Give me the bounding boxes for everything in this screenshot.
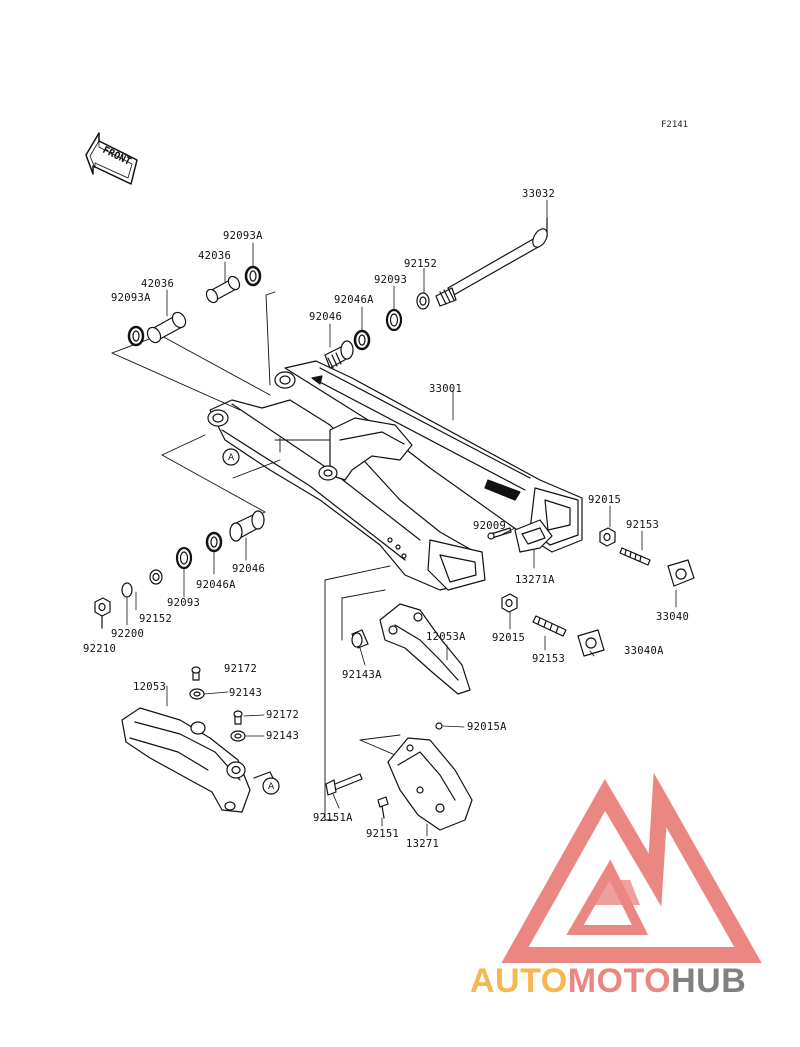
nut-92015-mid xyxy=(501,593,518,613)
reference-a-letter-bottom: A xyxy=(268,782,275,792)
part-label-12053: 12053 xyxy=(133,681,167,693)
bearing-92046-top xyxy=(324,340,354,369)
part-label-33001: 33001 xyxy=(429,383,463,395)
nut-92015A xyxy=(435,722,443,730)
seal-92093A-top xyxy=(244,265,262,287)
part-label-92151A: 92151A xyxy=(313,812,353,824)
seal-92046A-bottom xyxy=(205,531,223,553)
reference-a-top xyxy=(222,448,240,466)
seal-92093A-left xyxy=(127,325,145,347)
part-label-92152: 92152 xyxy=(139,613,173,625)
part-label-92046: 92046 xyxy=(232,563,266,575)
washer-92200 xyxy=(121,582,133,598)
part-label-13271: 13271 xyxy=(406,838,440,850)
part-label-92151: 92151 xyxy=(366,828,400,840)
collar-92143-top xyxy=(189,688,205,700)
part-label-92153: 92153 xyxy=(626,519,660,531)
part-label-92093: 92093 xyxy=(374,274,408,286)
collar-42036-top xyxy=(205,275,241,304)
nut-92210 xyxy=(94,597,111,629)
part-label-92143A: 92143A xyxy=(342,669,382,681)
part-label-92143: 92143 xyxy=(266,730,300,742)
chain-guide-12053A xyxy=(379,603,471,695)
part-label-92015: 92015 xyxy=(588,494,622,506)
pivot-shaft-33032 xyxy=(435,217,548,307)
part-label-92046A: 92046A xyxy=(334,294,374,306)
part-label-92015: 92015 xyxy=(492,632,526,644)
chain-slider-12053 xyxy=(121,707,277,813)
adjuster-33040 xyxy=(667,559,695,587)
washer-92152-bottom xyxy=(149,569,163,585)
part-label-92200: 92200 xyxy=(111,628,145,640)
part-label-92046A: 92046A xyxy=(196,579,236,591)
part-label-42036: 42036 xyxy=(141,278,175,290)
watermark-part-moto: MOTO xyxy=(567,962,672,1000)
nut-92015-right xyxy=(599,527,616,547)
guard-13271A xyxy=(514,519,553,553)
collar-92143-bottom xyxy=(230,730,246,742)
bolt-92153-mid xyxy=(532,615,567,637)
part-label-13271A: 13271A xyxy=(515,574,555,586)
bearing-92046-bottom xyxy=(229,510,265,542)
part-label-42036: 42036 xyxy=(198,250,232,262)
collar-92143A xyxy=(351,629,369,649)
bolt-92172-top xyxy=(191,666,201,681)
part-label-92009: 92009 xyxy=(473,520,507,532)
collar-42036-left xyxy=(146,311,187,344)
seal-92046A-top xyxy=(353,329,371,351)
part-label-92143: 92143 xyxy=(229,687,263,699)
swingarm-33001 xyxy=(207,360,583,591)
part-label-33040A: 33040A xyxy=(624,645,664,657)
part-label-92153: 92153 xyxy=(532,653,566,665)
part-label-92015A: 92015A xyxy=(467,721,507,733)
chain-guard-13271 xyxy=(387,737,473,831)
automotohub-logo-icon xyxy=(501,772,762,963)
bolt-92153-right xyxy=(619,547,651,566)
front-arrow-icon xyxy=(85,132,138,185)
part-label-92046: 92046 xyxy=(309,311,343,323)
bolt-92172-bottom xyxy=(233,710,243,725)
part-label-92210: 92210 xyxy=(83,643,117,655)
part-label-33032: 33032 xyxy=(522,188,556,200)
seal-92093-bottom xyxy=(175,546,193,570)
part-label-92093A: 92093A xyxy=(111,292,151,304)
part-label-92093A: 92093A xyxy=(223,230,263,242)
part-label-92172: 92172 xyxy=(266,709,300,721)
washer-92152-top xyxy=(416,292,430,310)
bolt-92151 xyxy=(377,796,389,819)
part-label-92172: 92172 xyxy=(224,663,258,675)
bolt-92009 xyxy=(487,527,512,540)
seal-92093-top xyxy=(385,308,403,332)
figure-code: F2141 xyxy=(661,120,689,130)
part-label-92152: 92152 xyxy=(404,258,438,270)
watermark-text: AUTOMOTOHUB xyxy=(470,962,746,1001)
part-label-92093: 92093 xyxy=(167,597,201,609)
adjuster-33040A xyxy=(577,629,605,657)
bolt-92151A xyxy=(325,773,363,796)
part-label-33040: 33040 xyxy=(656,611,690,623)
watermark-part-hub: HUB xyxy=(671,962,747,1000)
reference-a-letter-top: A xyxy=(228,453,235,463)
part-label-12053A: 12053A xyxy=(426,631,466,643)
watermark-part-auto: AUTO xyxy=(470,962,568,1000)
reference-a-bottom xyxy=(262,777,280,795)
